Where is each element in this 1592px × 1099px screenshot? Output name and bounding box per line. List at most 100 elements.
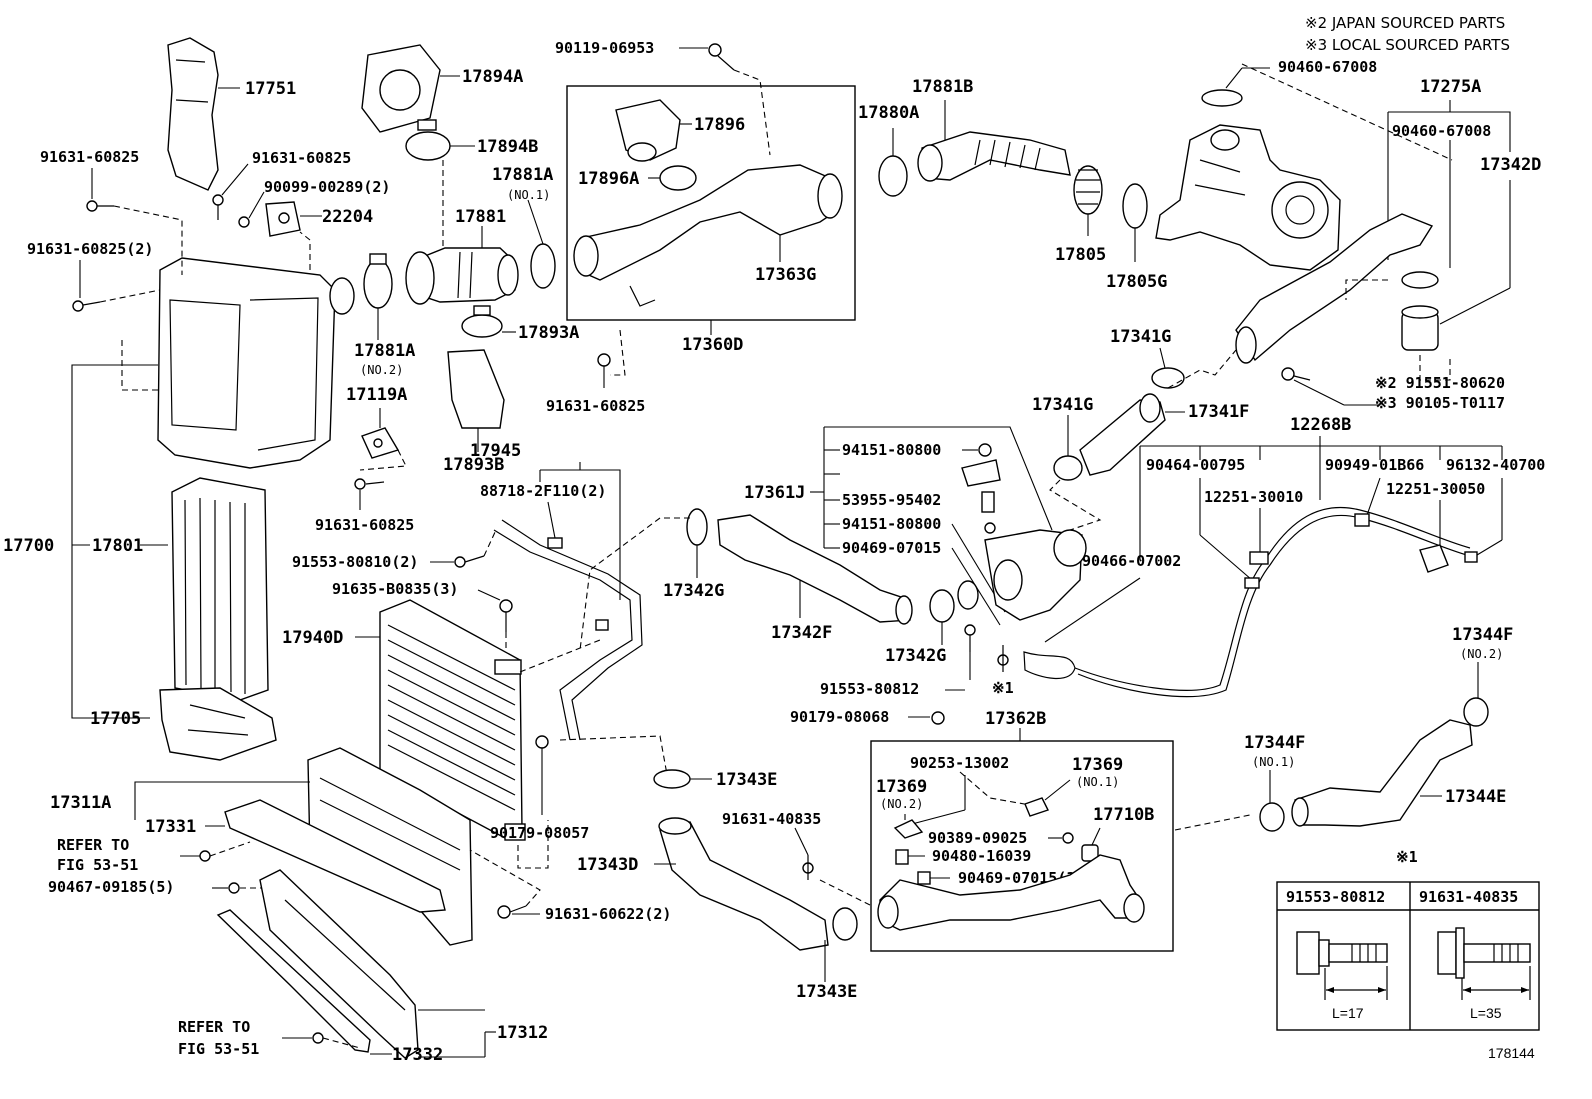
label-17893A: 17893A [518, 323, 579, 343]
clip-90467-09185 [228, 882, 240, 894]
bolt-table-title: ※1 [1396, 848, 1418, 866]
clamp-17341G-a [1151, 367, 1185, 389]
label-17344F-b: 17344F [1244, 733, 1305, 753]
label-17881A-2: 17881A [354, 341, 415, 361]
pipe-17362B [877, 854, 1145, 931]
label-17360D: 17360D [682, 335, 743, 355]
label-96132-40700: 96132-40700 [1446, 456, 1545, 474]
label-17369-no2: (NO.2) [880, 797, 923, 811]
label-90119-06953: 90119-06953 [555, 39, 654, 57]
gasket-17369-no1 [1024, 797, 1049, 817]
bolt-91553-80812-drawing [1296, 931, 1388, 1000]
label-star1: ※1 [992, 679, 1014, 697]
sensor-22204 [265, 201, 301, 237]
clamp-17343E-b [832, 907, 858, 941]
clip-refer-1 [199, 850, 211, 862]
clamp-17341G-b [1053, 455, 1083, 481]
label-17344F-no2: (NO.2) [1460, 647, 1503, 661]
bolt-91631-40835-drawing [1437, 927, 1531, 1000]
label-94151-80800-a: 94151-80800 [842, 441, 941, 459]
hose-17342F [717, 514, 913, 625]
bolt-91631-60825-b [212, 194, 224, 220]
bolt-90099-00289 [238, 216, 250, 228]
bracket-17331 [224, 799, 446, 913]
hose-17341F [1079, 393, 1166, 476]
label-17881B: 17881B [912, 77, 973, 97]
label-17343D: 17343D [577, 855, 638, 875]
label-91631-60825-b: 91631-60825 [252, 149, 351, 167]
clamp-90460-67008-top [1201, 89, 1243, 107]
resonator-17896 [615, 99, 681, 162]
clamp-17342G-b [929, 580, 979, 623]
note-local-sourced: ※3 LOCAL SOURCED PARTS [1305, 36, 1510, 54]
label-17363G: 17363G [755, 265, 816, 285]
label-91631-40835: 91631-40835 [722, 810, 821, 828]
clamp-17344F-no2 [1463, 697, 1489, 727]
duct-17894A [361, 44, 441, 133]
label-90105-T0117: ※3 90105-T0117 [1375, 394, 1505, 412]
intake-pipe-17363G [573, 164, 843, 307]
label-17343E-b: 17343E [796, 982, 857, 1002]
label-fig-53-51-2: FIG 53-51 [178, 1040, 259, 1058]
label-91551-80620: ※2 91551-80620 [1375, 374, 1505, 392]
label-17369-no1: (NO.1) [1076, 775, 1119, 789]
label-17801: 17801 [92, 536, 143, 556]
plug-90389-09025 [1062, 832, 1074, 844]
label-17344F-a: 17344F [1452, 625, 1513, 645]
hose-17343D [658, 817, 829, 951]
cover-17893B [447, 349, 505, 429]
label-91631-60622: 91631-60622(2) [545, 905, 671, 923]
label-17896A: 17896A [578, 169, 639, 189]
figure-number: 178144 [1488, 1045, 1535, 1061]
label-90464-00795: 90464-00795 [1146, 456, 1245, 474]
gasket-17369-no2 [893, 819, 924, 839]
clamp-17342G-a [686, 508, 708, 546]
label-17881A-no2: (NO.2) [360, 363, 403, 377]
bracket-17312 [259, 869, 419, 1059]
label-91631-60825-c: 91631-60825 [315, 516, 414, 534]
label-17342G-b: 17342G [885, 646, 946, 666]
note-japan-sourced: ※2 JAPAN SOURCED PARTS [1305, 14, 1505, 32]
label-91553-80812: 91553-80812 [820, 680, 919, 698]
label-17332: 17332 [392, 1045, 443, 1065]
air-cleaner-bracket-17751 [167, 37, 219, 191]
hose-17881B [917, 131, 1071, 182]
bracket-17119A [361, 427, 400, 459]
bolt-table-col1-part: 91553-80812 [1286, 888, 1385, 906]
pipe-17342D [1235, 213, 1434, 364]
label-17341G-a: 17341G [1110, 327, 1171, 347]
clip-refer-2 [312, 1032, 324, 1044]
label-91631-60825-a: 91631-60825 [40, 148, 139, 166]
label-refer-to-1: REFER TO [57, 836, 129, 854]
label-90469-07015: 90469-07015 [842, 539, 941, 557]
label-17369-b: 17369 [1072, 755, 1123, 775]
bolt-table-col2-part: 91631-40835 [1419, 888, 1518, 906]
label-17311A: 17311A [50, 793, 111, 813]
label-17896: 17896 [694, 115, 745, 135]
label-17881A: 17881A [492, 165, 553, 185]
clamp-17896A [659, 165, 697, 191]
clamp-17894B [405, 119, 451, 161]
throttle-body-17361J [984, 529, 1087, 621]
label-17369-a: 17369 [876, 777, 927, 797]
bolt-table [1276, 881, 1540, 1031]
label-17312: 17312 [497, 1023, 548, 1043]
clamp-90469-07015-3 [917, 871, 931, 885]
vacuum-hose-12268B [1023, 506, 1478, 698]
clamp-17881A-no2 [363, 253, 393, 309]
bolt-90119-06953 [708, 43, 735, 71]
label-17940D: 17940D [282, 628, 343, 648]
label-90389-09025: 90389-09025 [928, 829, 1027, 847]
label-12251-30010: 12251-30010 [1204, 488, 1303, 506]
bracket-17332 [216, 909, 371, 1053]
label-91553-80810: 91553-80810(2) [292, 553, 418, 571]
clamp-17344F-no1 [1259, 802, 1285, 832]
label-17893B: 17893B [443, 455, 504, 475]
label-17881A-no1: (NO.1) [507, 188, 550, 202]
label-22204: 22204 [322, 207, 373, 227]
label-90466-07002: 90466-07002 [1082, 552, 1181, 570]
bolt-91631-60622 [497, 905, 527, 919]
bolt-91631-60825-2 [72, 300, 101, 312]
bracket-17945 [493, 519, 643, 741]
